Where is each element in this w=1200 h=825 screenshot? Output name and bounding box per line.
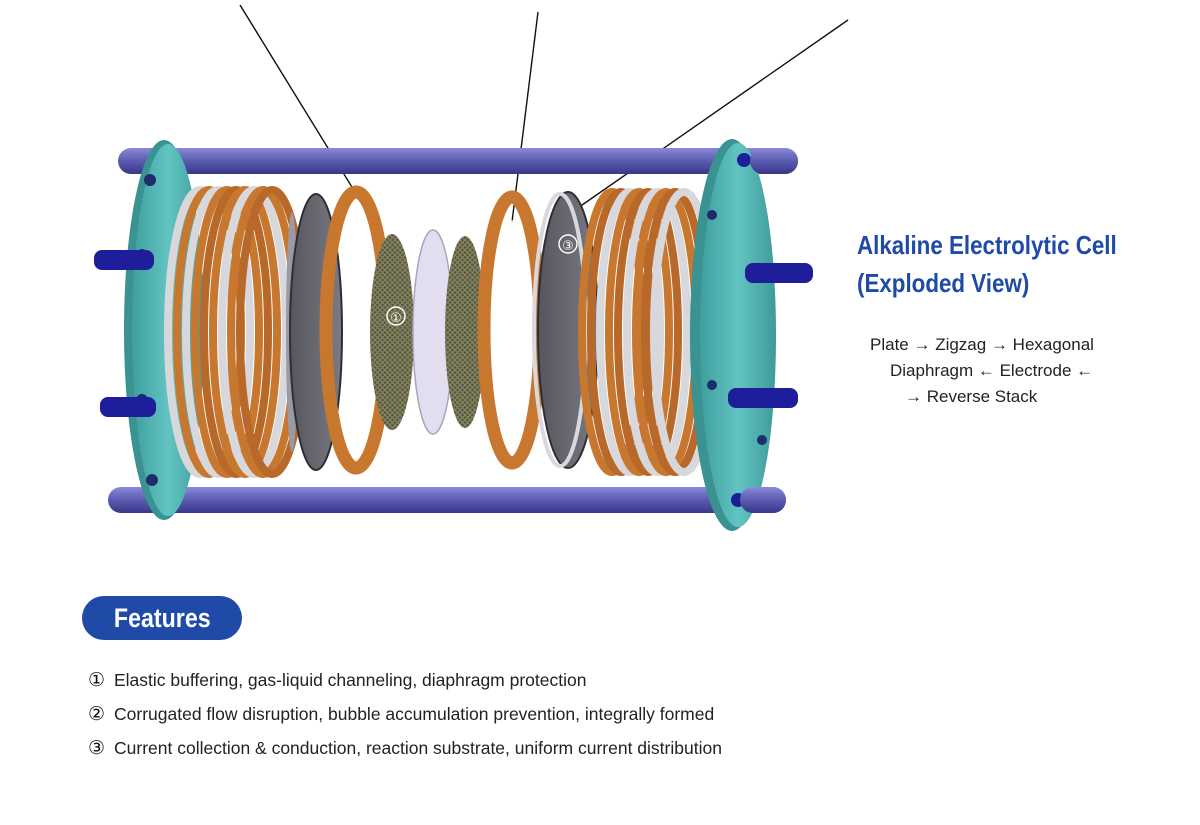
- right-rod-end-top: [750, 148, 798, 174]
- right-stack-ring: [605, 188, 673, 476]
- feature-number: ②: [88, 703, 106, 725]
- feature-number: ①: [88, 669, 106, 691]
- feature-number: ③: [88, 737, 106, 759]
- right-stack-ring: [623, 188, 691, 476]
- title-line-2: (Exploded View): [857, 268, 1030, 298]
- diagram-title: Alkaline Electrolytic Cell (Exploded Vie…: [857, 226, 1132, 302]
- callout-3-label: ③: [562, 239, 574, 254]
- feature-item-3: ③ Current collection & conduction, react…: [88, 731, 722, 765]
- feature-item-2: ② Corrugated flow disruption, bubble acc…: [88, 697, 722, 731]
- middle-components: [289, 185, 599, 475]
- callout-2-label: ②: [506, 225, 518, 240]
- right-stud-lower: [728, 388, 798, 408]
- callout-1-label: ①: [390, 311, 402, 326]
- tie-rods-back: [108, 148, 798, 513]
- left-mesh-disc: [370, 234, 414, 430]
- left-stud-upper: [94, 250, 154, 270]
- leader-line-3: [571, 19, 849, 213]
- tie-rod-bottom: [108, 487, 786, 513]
- right-mesh-disc: [445, 236, 485, 428]
- sequence-line-1: Plate → Zigzag → Hexagonal: [870, 335, 1094, 354]
- left-plate-stack: [164, 186, 308, 478]
- leader-line-2: [511, 11, 539, 223]
- tie-rod-top: [118, 148, 798, 174]
- sequence-line-2: Diaphragm ← Electrode ←: [890, 361, 1094, 380]
- right-stack-ring: [614, 188, 682, 476]
- feature-text: Elastic buffering, gas-liquid channeling…: [114, 669, 587, 690]
- right-end-plate: [690, 139, 813, 531]
- feature-list: ① Elastic buffering, gas-liquid channeli…: [88, 663, 722, 765]
- sequence-line-3: → Reverse Stack: [905, 387, 1038, 406]
- title-line-1: Alkaline Electrolytic Cell: [857, 230, 1117, 260]
- feature-text: Current collection & conduction, reactio…: [114, 737, 722, 758]
- left-stud-lower: [100, 397, 156, 417]
- right-rod-end-bottom: [740, 487, 786, 513]
- features-heading: Features: [82, 596, 242, 640]
- right-stack-ring: [596, 188, 664, 476]
- callout-markers: ① ② ③: [386, 220, 578, 326]
- right-stud-upper: [745, 263, 813, 283]
- feature-text: Corrugated flow disruption, bubble accum…: [114, 703, 715, 724]
- feature-item-1: ① Elastic buffering, gas-liquid channeli…: [88, 663, 722, 697]
